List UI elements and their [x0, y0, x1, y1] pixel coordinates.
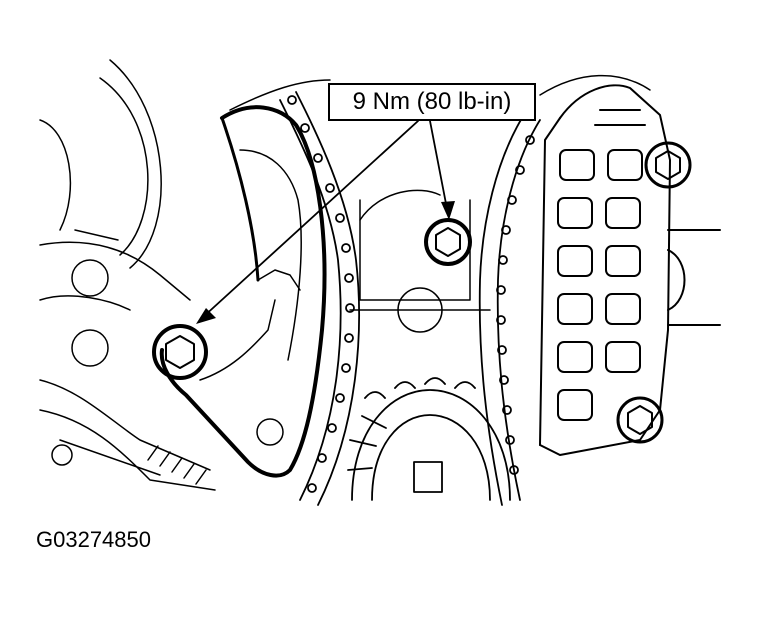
right-casting [539, 84, 721, 456]
callout-leader-lines [201, 120, 449, 319]
torque-label: 9 Nm (80 lb-in) [352, 88, 512, 115]
timing-chain-left-run [279, 91, 360, 506]
engine-casting-outline [39, 59, 651, 491]
arrow-head-upper [441, 201, 455, 220]
figure-id: G03274850 [36, 527, 151, 552]
arrow-head-left [196, 308, 216, 324]
upper-bolt [424, 218, 472, 266]
torque-callout-box: 9 Nm (80 lb-in) [328, 83, 536, 121]
timing-chain-right-run [478, 117, 541, 506]
crankshaft-sprocket [347, 377, 511, 501]
front-cover-center-section [349, 199, 491, 333]
guide-bolt-left [152, 324, 208, 380]
chain-guide [159, 105, 327, 478]
